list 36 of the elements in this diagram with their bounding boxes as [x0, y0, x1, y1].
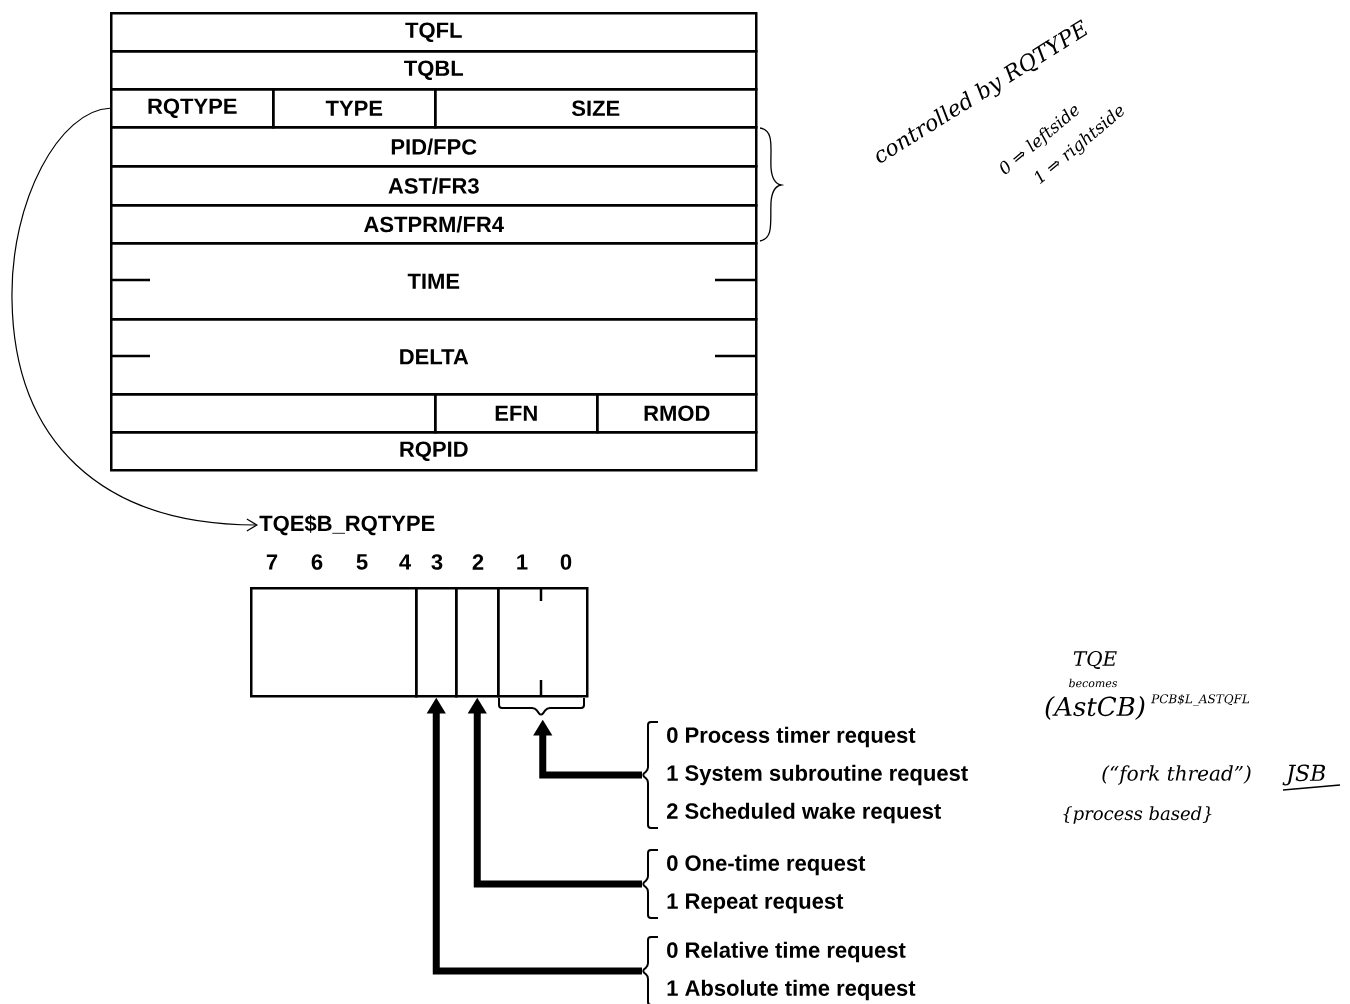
field-box: DELTA	[110, 318, 758, 396]
hand-drawn-arrow	[11, 107, 258, 532]
field-box: AST/FR3	[110, 165, 758, 207]
bit-number: 1	[517, 554, 528, 570]
field-box: TIME	[110, 242, 758, 321]
field-box: SIZE	[434, 88, 758, 129]
handwritten-note: becomes	[1069, 678, 1118, 688]
value-list: 0 Relative time request 1 Absolute time request	[642, 936, 916, 1004]
bit-number: 3	[431, 554, 443, 570]
field-box: RQTYPE	[110, 88, 275, 129]
handwritten-note: (“fork thread”)	[1102, 765, 1251, 785]
handwritten-note: (AstCB)	[1045, 696, 1145, 720]
bit-field-box	[415, 587, 458, 698]
field-box: TQBL	[110, 50, 758, 91]
field-box: RMOD	[596, 393, 758, 434]
bit-number: 5	[356, 554, 368, 570]
handwritten-note: PCB$L_ASTQFL	[1151, 694, 1250, 706]
bit-number: 4	[399, 554, 411, 570]
bit-number: 0	[560, 554, 572, 570]
bit-field-box	[497, 587, 589, 698]
field-box: ASTPRM/FR4	[110, 204, 758, 245]
value-list: 0 Process timer request 1 System subroutine request 2 Scheduled wake request	[642, 721, 968, 829]
field-box	[110, 393, 437, 434]
field-box: TQFL	[110, 12, 758, 53]
bit-field-box	[455, 587, 500, 698]
field-name: TQE$B_RQTYPE	[259, 514, 435, 536]
field-box: RQPID	[110, 431, 758, 472]
value-list: 0 One-time request 1 Repeat request	[642, 849, 866, 919]
handwritten-note: TQE	[1073, 651, 1117, 669]
bit-number: 2	[472, 554, 484, 570]
bit-field-box	[250, 587, 418, 698]
handwritten-note: JSB	[1282, 764, 1341, 791]
field-box: EFN	[434, 393, 599, 434]
field-box: TYPE	[272, 88, 437, 129]
field-box: PID/FPC	[110, 126, 758, 168]
handwritten-note: {process based}	[1063, 806, 1212, 824]
